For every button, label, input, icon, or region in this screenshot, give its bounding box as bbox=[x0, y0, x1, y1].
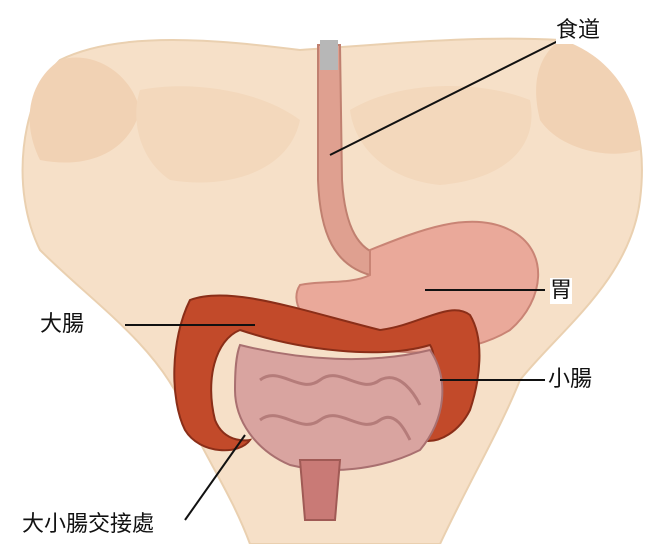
label-stomach: 胃 bbox=[550, 278, 572, 304]
label-junction: 大小腸交接處 bbox=[22, 512, 154, 538]
label-large-intestine: 大腸 bbox=[40, 312, 84, 338]
esophagus-top bbox=[320, 40, 338, 70]
rectum bbox=[300, 460, 340, 520]
label-small-intestine: 小腸 bbox=[548, 367, 592, 393]
label-esophagus: 食道 bbox=[556, 18, 600, 44]
small-intestine bbox=[235, 345, 442, 470]
